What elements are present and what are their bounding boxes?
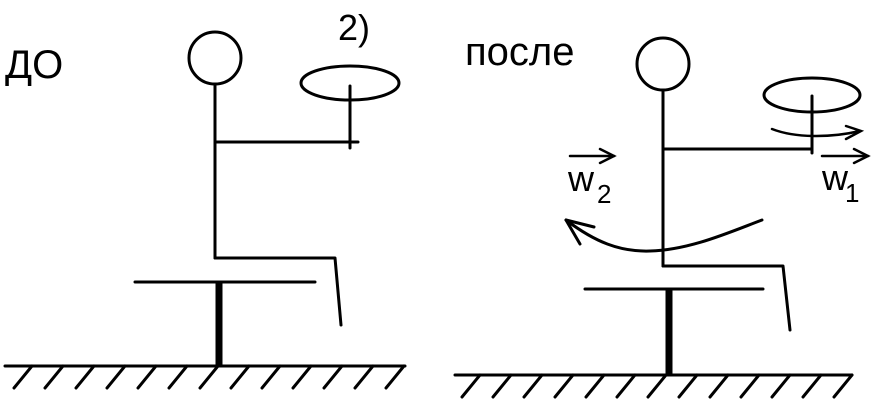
person-before [187, 30, 360, 327]
body-rotation-curve [564, 218, 764, 253]
person-head [187, 30, 243, 86]
scene-after: после w 1 w 2 [453, 30, 871, 399]
person-after [635, 36, 814, 332]
floor-hatch-tick [322, 364, 344, 390]
floor-hatch-tick [677, 373, 699, 399]
stool-after [583, 287, 765, 374]
omega1-letter: w [821, 157, 849, 198]
floor-hatch-tick [260, 364, 282, 390]
omega2-letter: w [567, 158, 595, 199]
floor-hatching [460, 373, 854, 399]
floor-hatch-tick [801, 373, 823, 399]
floor-hatch-tick [615, 373, 637, 399]
floor-hatch-tick [105, 364, 127, 390]
wheel-rotation-arrowhead [844, 124, 865, 141]
floor-hatching [12, 364, 406, 390]
person-legs [213, 256, 343, 327]
floor-hatch-tick [74, 364, 96, 390]
floor-hatch-tick [136, 364, 158, 390]
floor-hatch-tick [43, 364, 65, 390]
scene-before: ДО 2) [3, 7, 407, 390]
floor-hatch-tick [460, 373, 482, 399]
omega1-subscript: 1 [845, 178, 859, 208]
floor-hatch-tick [229, 364, 251, 390]
omega1-arrowhead [852, 147, 871, 165]
stool-before [133, 280, 317, 365]
wheel-rotation-curve [770, 127, 862, 138]
floor-hatch-tick [12, 364, 34, 390]
wheel-rotation-arrow [770, 124, 865, 141]
body-rotation-arrow [564, 218, 764, 253]
label-figure-number: 2) [338, 7, 370, 48]
floor-hatch-tick [384, 364, 406, 390]
omega2-arrowhead [598, 147, 617, 165]
floor-hatch-tick [291, 364, 313, 390]
wheel-after [762, 76, 862, 155]
label-before: ДО [5, 43, 63, 87]
person-legs [661, 264, 792, 332]
omega2-subscript: 2 [597, 179, 611, 209]
floor-after [453, 373, 854, 399]
floor-hatch-tick [584, 373, 606, 399]
floor-hatch-tick [353, 364, 375, 390]
person-head [635, 36, 691, 92]
floor-hatch-tick [198, 364, 220, 390]
body-rotation-arrowhead [564, 218, 596, 246]
floor-hatch-tick [708, 373, 730, 399]
floor-hatch-tick [491, 373, 513, 399]
floor-hatch-tick [646, 373, 668, 399]
omega2-vector: w 2 [567, 147, 617, 209]
omega1-vector: w 1 [820, 147, 871, 208]
floor-hatch-tick [167, 364, 189, 390]
wheel-before [299, 64, 401, 150]
label-after: после [465, 30, 575, 74]
floor-hatch-tick [739, 373, 761, 399]
floor-hatch-tick [553, 373, 575, 399]
floor-before [3, 364, 407, 390]
floor-hatch-tick [832, 373, 854, 399]
floor-hatch-tick [522, 373, 544, 399]
floor-hatch-tick [770, 373, 792, 399]
